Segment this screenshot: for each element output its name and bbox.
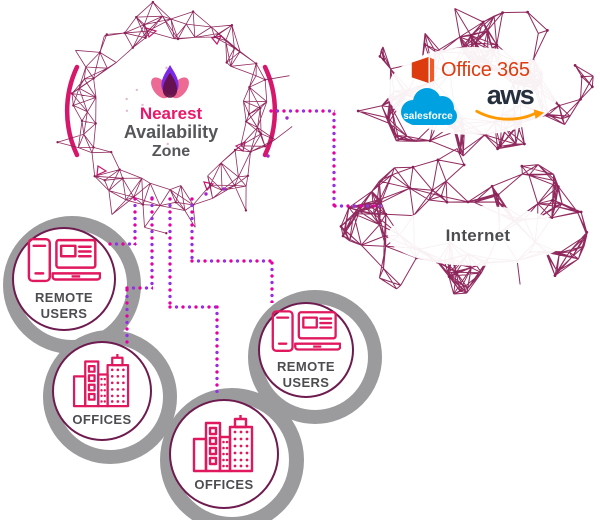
salesforce-cloud-icon: salesforce (401, 88, 457, 125)
node-face: OFFICES (169, 399, 279, 509)
connector-zone-offices-2-segment (168, 305, 220, 309)
remote-users-icon (27, 237, 101, 282)
lotus-logo-icon (151, 64, 189, 99)
office365-label: Office 365 (441, 58, 530, 81)
remote-users-icon (271, 309, 341, 352)
offices-icon (72, 353, 130, 408)
node-label: REMOTE USERS (276, 358, 335, 390)
connector-zone-offices-2-segment (215, 305, 219, 393)
internet-cloud-panel: Internet (388, 206, 568, 266)
zone-arc-left (64, 64, 80, 158)
node-label: OFFICES (194, 476, 254, 492)
node-offices-1: OFFICES (43, 330, 179, 466)
zone-title-line3: Zone (151, 142, 191, 160)
aws-logo: aws (473, 82, 547, 127)
connector-zone-clouds-segment (332, 112, 336, 207)
connector-zone-clouds-segment (269, 109, 335, 113)
node-label: REMOTE USERS (34, 289, 93, 321)
availability-zone-title: Nearest Availability Zone (96, 104, 246, 160)
node-face: OFFICES (52, 341, 152, 441)
zone-title-line2: Availability (123, 122, 219, 143)
node-offices-2: OFFICES (160, 388, 306, 520)
saas-cloud-panel: Office 365 salesforce aws (387, 47, 559, 135)
node-face: REMOTE USERS (12, 227, 116, 331)
zone-arc-right (262, 64, 278, 158)
connector-zone-remote-users-2-segment (190, 197, 194, 262)
node-remote-users-2: REMOTE USERS (248, 290, 384, 426)
aws-label: aws (486, 80, 535, 110)
connector-zone-offices-1-segment (150, 197, 154, 289)
salesforce-label: salesforce (403, 111, 453, 122)
node-face: REMOTE USERS (258, 302, 354, 398)
zone-title-line1: Nearest (139, 104, 203, 123)
internet-label: Internet (445, 226, 511, 245)
connector-zone-remote-users-2-segment (190, 259, 274, 263)
offices-icon (192, 414, 254, 473)
node-label: OFFICES (72, 411, 132, 427)
connector-zone-internet-segment (333, 204, 381, 208)
aws-smile-icon (475, 109, 545, 121)
connector-zone-offices-2-segment (168, 197, 172, 308)
office365-icon (411, 57, 435, 83)
